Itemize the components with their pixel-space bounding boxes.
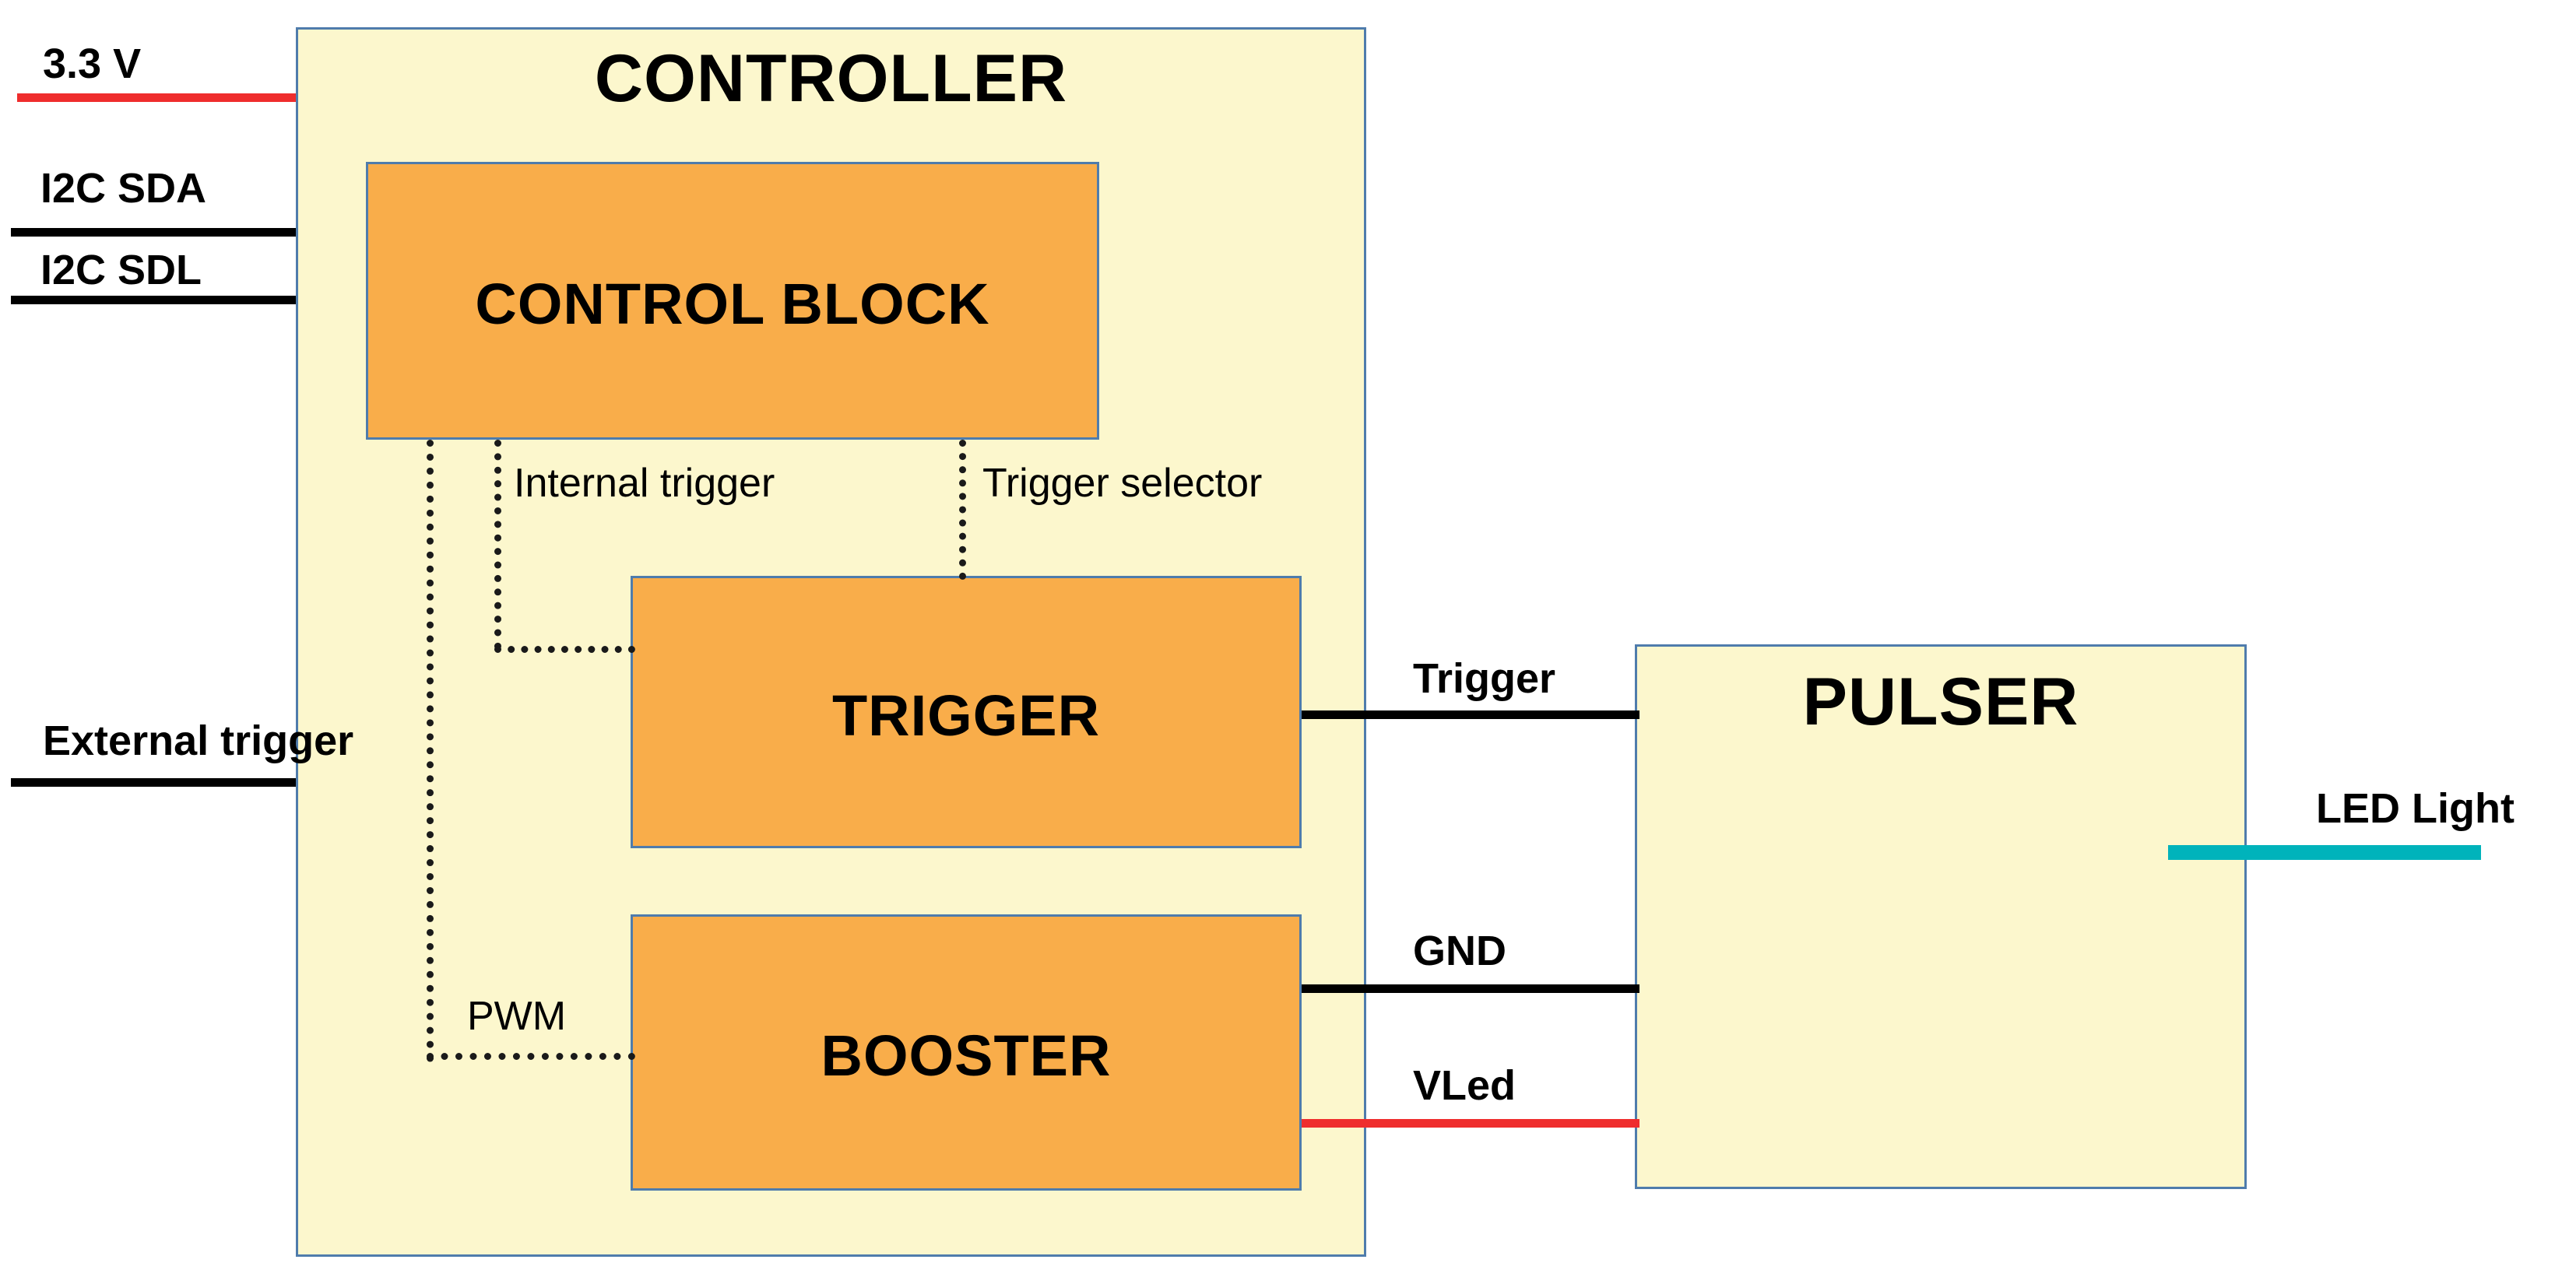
- wire-i2c-sda: [11, 228, 369, 237]
- wire-trigger-selector: [959, 440, 966, 580]
- label-i2c-sdl: I2C SDL: [40, 247, 202, 293]
- block-controller-label: CONTROLLER: [594, 41, 1068, 116]
- block-booster[interactable]: BOOSTER: [631, 914, 1302, 1191]
- label-trigger-line: Trigger: [1413, 655, 1556, 702]
- block-pulser[interactable]: PULSER: [1635, 644, 2247, 1189]
- wire-trigger-out: [1302, 710, 1639, 719]
- block-control-block-label: CONTROL BLOCK: [475, 272, 990, 336]
- wire-internal-trigger-vertical: [494, 440, 501, 650]
- wire-internal-trigger-horizontal: [494, 646, 635, 653]
- label-gnd: GND: [1413, 928, 1506, 974]
- block-pulser-label: PULSER: [1802, 665, 2079, 739]
- wire-vled: [1302, 1119, 1639, 1128]
- label-pwm: PWM: [467, 994, 567, 1039]
- wire-pwm-vertical: [427, 440, 434, 1062]
- label-trigger-selector: Trigger selector: [982, 461, 1263, 506]
- wire-led-light: [2168, 845, 2481, 860]
- label-3v3: 3.3 V: [43, 40, 142, 87]
- block-booster-label: BOOSTER: [821, 1023, 1112, 1088]
- block-trigger[interactable]: TRIGGER: [631, 576, 1302, 848]
- label-vled: VLed: [1413, 1062, 1516, 1109]
- wire-pwm-horizontal: [427, 1053, 635, 1060]
- label-internal-trigger: Internal trigger: [514, 461, 775, 506]
- label-external-trigger: External trigger: [43, 717, 354, 764]
- label-led-light: LED Light: [2316, 785, 2514, 832]
- wire-3v3: [17, 93, 297, 102]
- block-trigger-label: TRIGGER: [831, 683, 1101, 748]
- wire-i2c-sdl: [11, 296, 369, 304]
- block-control-block[interactable]: CONTROL BLOCK: [366, 162, 1099, 440]
- wire-gnd: [1302, 984, 1639, 993]
- label-i2c-sda: I2C SDA: [40, 165, 207, 212]
